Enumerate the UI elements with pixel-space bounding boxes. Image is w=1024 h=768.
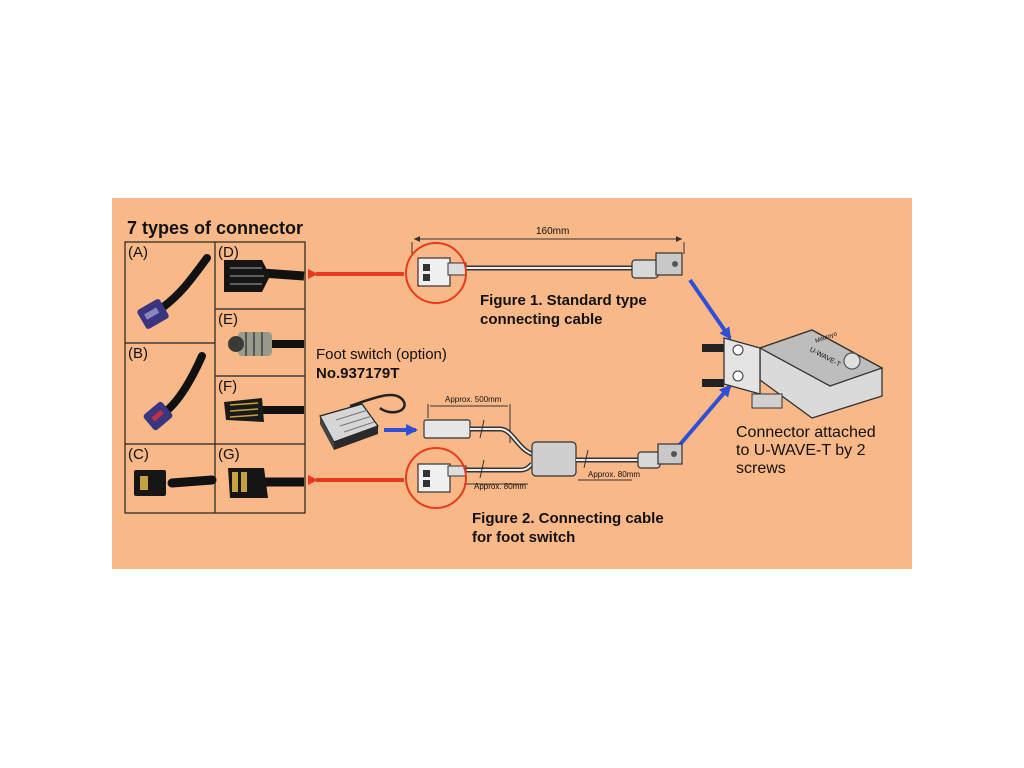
connector-note-line3: screws <box>736 460 786 477</box>
figure2-cable <box>405 404 683 509</box>
connector-grid <box>124 241 306 514</box>
connector-types-title: 7 types of connector <box>127 218 304 238</box>
figure1-dimension: 160mm <box>536 226 570 237</box>
u-wave-t-device-image <box>702 329 884 419</box>
connector-label-e: (E) <box>218 311 238 328</box>
connector-label-g: (G) <box>218 446 240 463</box>
figure1-cable <box>405 236 685 304</box>
connector-f-image <box>224 398 304 422</box>
figure1-caption-line1: Figure 1. Standard type <box>480 292 647 309</box>
connector-a-image <box>137 254 211 329</box>
figure1-caption-line2: connecting cable <box>480 311 603 328</box>
foot-switch-part-no: No.937179T <box>316 365 400 382</box>
figure2-dim-top: Approx. 500mm <box>445 395 502 404</box>
figure2-caption-line2: for foot switch <box>472 529 576 546</box>
connector-label-d: (D) <box>218 244 239 261</box>
figure2-dim-right: Approx. 80mm <box>588 470 641 479</box>
blue-arrow-figure1 <box>688 278 732 340</box>
connector-label-c: (C) <box>128 446 149 463</box>
figure2-dim-left: Approx. 80mm <box>474 482 527 491</box>
diagram-panel: 7 types of connector (A) (B) (C) (D) (E)… <box>112 198 912 569</box>
figure2-caption-line1: Figure 2. Connecting cable <box>472 510 664 527</box>
connector-g-image <box>228 468 304 498</box>
connector-b-image <box>143 352 206 431</box>
connector-label-f: (F) <box>218 378 238 395</box>
blue-arrow-figure2 <box>675 384 732 450</box>
connector-label-a: (A) <box>128 244 148 261</box>
diagram-drawing <box>124 236 884 514</box>
connector-e-image <box>228 332 304 356</box>
connector-note-line1: Connector attached <box>736 424 876 441</box>
foot-switch-image <box>319 393 406 450</box>
connector-label-b: (B) <box>128 345 148 362</box>
connector-note-line2: to U-WAVE-T by 2 <box>736 442 866 459</box>
connector-c-image <box>134 470 217 496</box>
foot-switch-label: Foot switch (option) <box>316 346 447 363</box>
connector-d-image <box>224 260 305 292</box>
